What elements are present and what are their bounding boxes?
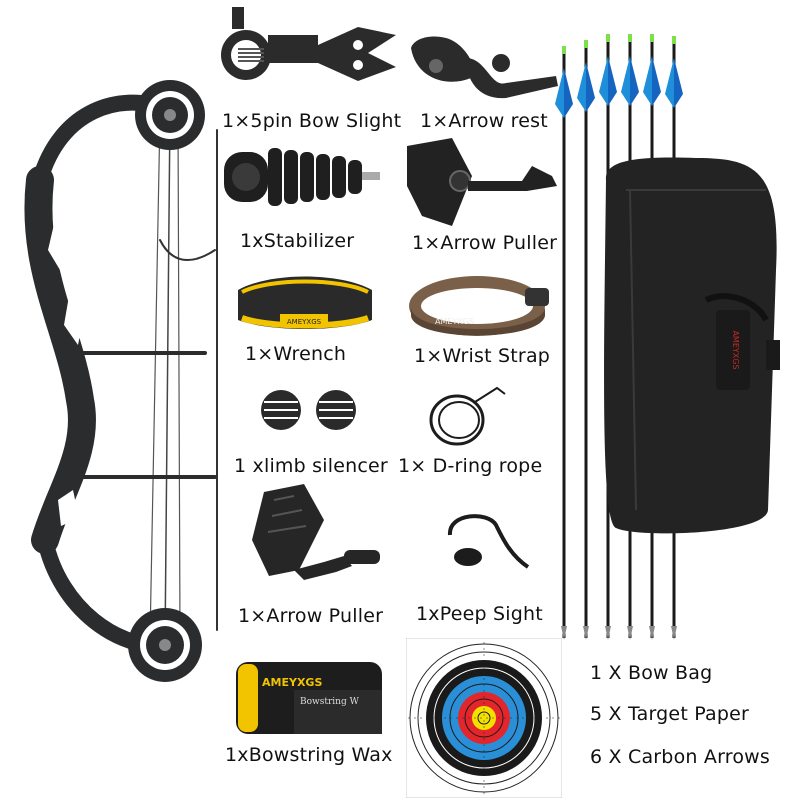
limb-silencer-label: 1 xlimb silencer (234, 455, 388, 477)
compound-bow-image (0, 70, 225, 695)
target-paper-label: 5 X Target Paper (590, 703, 750, 725)
wrist-strap-image: AMEYXGS (405, 266, 553, 344)
wrench-label: 1×Wrench (245, 343, 347, 365)
arrow-puller-image-1 (402, 136, 562, 228)
wrench-image: AMEYXGS (230, 270, 380, 338)
bow-bag-image: AMEYXGS (596, 150, 791, 545)
arrow-puller-image-2 (244, 480, 384, 588)
target-paper-image (406, 638, 562, 798)
d-ring-rope-label: 1× D-ring rope (398, 455, 543, 477)
peep-sight-label: 1xPeep Sight (416, 603, 543, 625)
arrow-rest-label: 1×Arrow rest (420, 110, 548, 132)
arrow-2 (577, 40, 595, 640)
arrow-puller-label-1: 1×Arrow Puller (412, 232, 558, 254)
bowstring-wax-label: 1xBowstring Wax (225, 744, 393, 766)
bow-sight-image (218, 5, 403, 90)
sight-label: 1×5pin Bow Slight (222, 110, 402, 132)
arrow-puller-label-2: 1×Arrow Puller (238, 605, 384, 627)
arrow-1 (555, 46, 573, 640)
bowstring-wax-image: AMEYXGS Bowstring W (234, 660, 384, 736)
bag-brand: AMEYXGS (731, 330, 740, 369)
carbon-arrows-label: 6 X Carbon Arrows (590, 746, 771, 768)
wax-brand: AMEYXGS (262, 676, 322, 689)
wrist-strap-label: 1×Wrist Strap (414, 345, 551, 367)
wax-text: Bowstring W (300, 697, 360, 707)
d-ring-rope-image (425, 380, 515, 450)
limb-silencer-image (256, 380, 366, 440)
peep-sight-image (440, 505, 532, 575)
bow-bag-label: 1 X Bow Bag (590, 662, 713, 684)
arrow-rest-image (406, 28, 561, 100)
wrench-brand: AMEYXGS (287, 318, 322, 326)
strap-brand: AMEYXGS (435, 317, 474, 326)
stabilizer-image (220, 142, 382, 212)
stabilizer-label: 1xStabilizer (240, 230, 355, 252)
